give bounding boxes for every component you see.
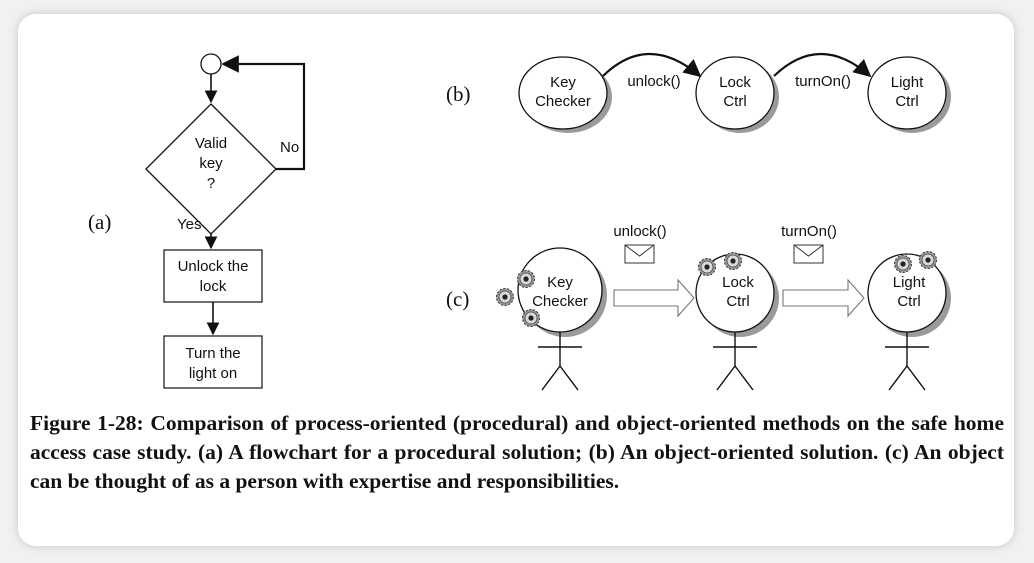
panel-a-label: (a) [88, 210, 111, 234]
unlock-box-text-2: lock [200, 278, 227, 295]
gear-icon [919, 251, 937, 269]
unlock-message-arrow [602, 53, 702, 78]
key-checker-text-2: Checker [535, 93, 591, 110]
diagram-canvas: (a) Valid key ? No Yes Unlock the lock T… [88, 53, 951, 391]
unlock-envelope-label: unlock() [613, 223, 666, 240]
envelope-icon [793, 244, 824, 264]
decision-text-1: Valid [195, 135, 227, 152]
gear-icon [496, 288, 514, 306]
lock-ctrl-node [695, 56, 775, 130]
person-key-checker: Key Checker [496, 247, 607, 391]
object-panel: (b) Key Checker Lock Ctrl Light Ctrl unl… [446, 53, 951, 133]
turn-light-box [163, 335, 263, 389]
person-lock-ctrl: Lock Ctrl [695, 252, 779, 391]
figure-card: (a) Valid key ? No Yes Unlock the lock T… [18, 14, 1014, 546]
light-ctrl-text-2: Ctrl [895, 93, 918, 110]
start-node [200, 53, 222, 75]
flowchart-panel: (a) Valid key ? No Yes Unlock the lock T… [88, 53, 306, 389]
yes-label: Yes [177, 216, 201, 233]
light-ctrl-node [867, 56, 947, 130]
decision-text-2: key [199, 155, 223, 172]
block-arrow-right-icon [782, 278, 865, 318]
turnon-message-label: turnOn() [795, 73, 851, 90]
gear-icon [522, 309, 540, 327]
person-lock-ctrl-text-2: Ctrl [726, 293, 749, 310]
person-key-checker-text-1: Key [547, 274, 573, 291]
light-box-text-1: Turn the [185, 345, 240, 362]
no-label: No [280, 139, 299, 156]
key-checker-node [518, 56, 608, 130]
light-box-text-2: light on [189, 365, 237, 382]
figure-caption: Figure 1-28: Comparison of process-orien… [30, 411, 1004, 493]
key-checker-text-1: Key [550, 74, 576, 91]
light-ctrl-text-1: Light [891, 74, 924, 91]
person-light-ctrl: Light Ctrl [867, 251, 951, 391]
lock-ctrl-text-1: Lock [719, 74, 751, 91]
panel-b-label: (b) [446, 82, 471, 106]
no-loop-arrow [221, 55, 306, 171]
persons-panel: (c) unlock() turnOn() Key Checker [446, 223, 951, 391]
unlock-lock-box [163, 249, 263, 303]
gear-icon [894, 255, 912, 273]
gear-icon [724, 252, 742, 270]
gear-icon [698, 258, 716, 276]
gear-icon [517, 270, 535, 288]
unlock-box-text-1: Unlock the [178, 258, 249, 275]
person-light-ctrl-text-2: Ctrl [897, 293, 920, 310]
decision-text-3: ? [207, 175, 215, 192]
person-key-checker-text-2: Checker [532, 293, 588, 310]
turnon-envelope-label: turnOn() [781, 223, 837, 240]
block-arrow-right-icon [613, 278, 695, 318]
panel-c-label: (c) [446, 287, 469, 311]
turnon-message-arrow [773, 53, 872, 78]
lock-ctrl-text-2: Ctrl [723, 93, 746, 110]
person-light-ctrl-text-1: Light [893, 274, 926, 291]
unlock-message-label: unlock() [627, 73, 680, 90]
person-lock-ctrl-text-1: Lock [722, 274, 754, 291]
envelope-icon [624, 244, 655, 264]
